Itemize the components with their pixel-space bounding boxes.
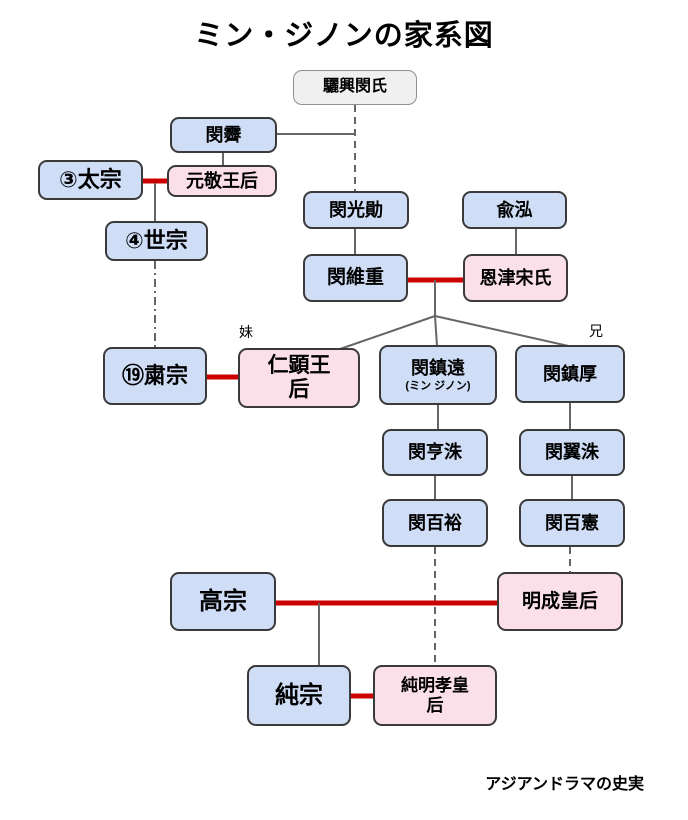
node-label: ③太宗: [59, 167, 122, 193]
node-inhyeon-wanghu: 仁顕王 后: [238, 348, 360, 408]
node-label: 高宗: [199, 587, 247, 615]
node-label: 兪泓: [496, 199, 533, 220]
node-sukjong: ⑲粛宗: [103, 347, 207, 405]
node-sublabel: (ミン ジノン): [405, 379, 471, 392]
node-label: 明成皇后: [521, 590, 598, 612]
node-min-iksu: 閔翼洙: [519, 429, 625, 476]
node-min-baekheon: 閔百憲: [519, 499, 625, 547]
node-label: 純宗: [275, 681, 323, 709]
node-label: 元敬王后: [186, 170, 258, 191]
edge-stem-to-jinwon: [434, 315, 438, 347]
node-label: 閔百憲: [545, 512, 599, 533]
node-sejong: ④世宗: [105, 221, 208, 261]
node-label: 閔翼洙: [545, 442, 599, 463]
edge-stem-to-jinhu: [434, 315, 574, 348]
node-label: 驪興閔氏: [322, 78, 387, 96]
node-sunmyeonghyo-hwanghu: 純明孝皇 后: [373, 665, 497, 726]
node-label: 閔鎮厚: [543, 363, 597, 384]
node-yu-hong: 兪泓: [462, 191, 567, 229]
node-min-yujung: 閔維重: [303, 254, 408, 302]
node-min-jinwon: 閔鎮遠(ミン ジノン): [379, 345, 497, 405]
node-label: ④世宗: [125, 228, 188, 254]
edge-stem-to-inhyeon: [339, 315, 436, 350]
annotation-younger-sister: 妹: [239, 324, 253, 340]
node-yeoheung-min-clan: 驪興閔氏: [293, 70, 417, 105]
node-myeongseong-hwanghu: 明成皇后: [497, 572, 623, 631]
node-sunjong: 純宗: [247, 665, 351, 726]
node-label: ⑲粛宗: [121, 363, 188, 389]
node-label: 閔霽: [205, 124, 242, 145]
node-taejong: ③太宗: [38, 160, 143, 200]
node-min-hyeongsu: 閔亨洙: [382, 429, 488, 476]
annotation-older-brother: 兄: [589, 323, 603, 339]
node-min-je: 閔霽: [170, 117, 277, 153]
node-label: 純明孝皇 后: [401, 675, 469, 715]
node-min-jinhu: 閔鎮厚: [515, 345, 625, 403]
node-gojong: 高宗: [170, 572, 276, 631]
node-label: 閔百裕: [408, 512, 462, 533]
node-wongyeong-wanghu: 元敬王后: [167, 165, 277, 197]
node-label: 恩津宋氏: [479, 267, 552, 288]
node-min-baekyu: 閔百裕: [382, 499, 488, 547]
credit-text: アジアンドラマの史実: [485, 776, 644, 793]
node-min-gwanghun: 閔光勛: [303, 191, 409, 229]
node-label: 閔光勛: [329, 199, 383, 220]
node-label: 閔鎮遠: [411, 357, 465, 378]
node-label: 閔維重: [326, 267, 384, 289]
node-label: 閔亨洙: [408, 442, 462, 463]
node-label: 仁顕王 后: [267, 353, 331, 401]
node-eunjin-song-clan: 恩津宋氏: [463, 254, 568, 302]
page-title: ミン・ジノンの家系図: [194, 20, 494, 52]
